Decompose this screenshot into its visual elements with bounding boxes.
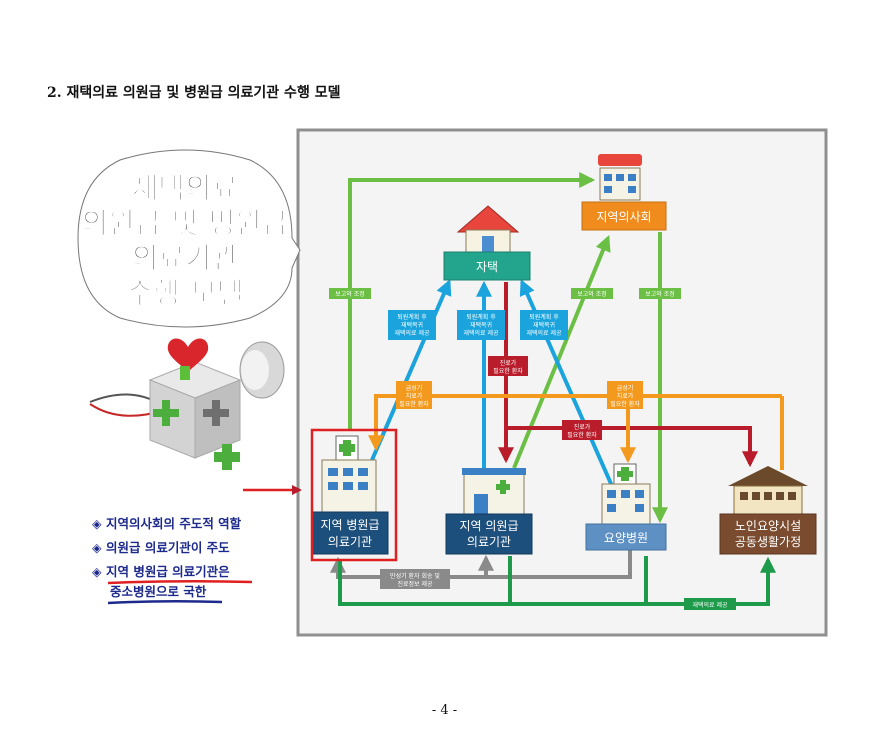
model-title-line-4: 수행 모델 bbox=[127, 276, 244, 310]
label-chronic: 만성기 환자 회송 및 진료정보 제공 bbox=[380, 569, 450, 589]
svg-text:필요한 환자: 필요한 환자 bbox=[610, 400, 640, 408]
label-report-2: 보고와 조정 bbox=[571, 288, 613, 299]
clinic-icon bbox=[462, 468, 526, 515]
svg-text:요양병원: 요양병원 bbox=[604, 531, 648, 545]
label-report-1: 보고와 조정 bbox=[329, 288, 371, 299]
svg-text:의료기관: 의료기관 bbox=[328, 535, 372, 549]
model-title-line-3: 의료기관 bbox=[132, 241, 239, 275]
svg-text:재택의료 제공: 재택의료 제공 bbox=[692, 601, 728, 609]
model-title-line-1: 재택의료 bbox=[132, 171, 239, 205]
label-discharge-2: 퇴원계획 후 재택복귀 재택의료 제공 bbox=[457, 310, 505, 340]
label-report-3: 보고와 조정 bbox=[639, 288, 681, 299]
model-title-line-2: 의원급 및 병원급 bbox=[82, 206, 289, 240]
svg-text:치료가: 치료가 bbox=[617, 392, 634, 400]
underline-mark-2 bbox=[107, 599, 223, 605]
house-icon bbox=[456, 205, 520, 253]
node-clinic: 지역 의원급 의료기관 bbox=[445, 468, 533, 555]
svg-text:재택복귀: 재택복귀 bbox=[533, 321, 555, 329]
label-need-care-1: 진료가 필요한 환자 bbox=[488, 356, 528, 376]
edge-home-care-delivery bbox=[338, 556, 776, 606]
bullet-clinic-lead: ◈ 의원급 의료기관이 주도 bbox=[92, 540, 230, 555]
svg-text:보고와 조정: 보고와 조정 bbox=[645, 291, 675, 298]
label-need-care-2: 진료가 필요한 환자 bbox=[562, 420, 602, 440]
svg-text:퇴원계획 후: 퇴원계획 후 bbox=[397, 313, 427, 321]
svg-text:진료가: 진료가 bbox=[574, 423, 591, 431]
svg-text:재택복귀: 재택복귀 bbox=[401, 321, 423, 329]
svg-text:지역 의원급: 지역 의원급 bbox=[459, 519, 518, 533]
bullet-hospital-limit-cont: 중소병원으로 국한 bbox=[110, 584, 207, 599]
svg-text:필요한 환자: 필요한 환자 bbox=[567, 431, 597, 439]
svg-text:노인요양시설: 노인요양시설 bbox=[735, 519, 801, 533]
edge-hospital-community bbox=[348, 172, 596, 430]
section-heading: 2. 재택의료 의원급 및 병원급 의료기관 수행 모델 bbox=[47, 85, 341, 101]
hospital-highlight-box bbox=[310, 428, 398, 562]
svg-text:지역의사회: 지역의사회 bbox=[596, 210, 651, 224]
svg-text:진료가: 진료가 bbox=[500, 359, 517, 367]
building-icon bbox=[598, 154, 642, 201]
svg-text:보고와 조정: 보고와 조정 bbox=[577, 291, 607, 298]
medical-cube-illustration-icon bbox=[89, 338, 285, 470]
label-home-care: 재택의료 제공 bbox=[684, 598, 736, 610]
bullet-community-role: ◈ 지역의사회의 주도적 역할 bbox=[92, 516, 242, 531]
svg-text:재택복귀: 재택복귀 bbox=[470, 321, 492, 329]
svg-text:자택: 자택 bbox=[476, 260, 498, 274]
svg-text:보고와 조정: 보고와 조정 bbox=[335, 291, 365, 298]
title-speech-bubble bbox=[77, 149, 301, 328]
svg-text:재택의료 제공: 재택의료 제공 bbox=[526, 329, 562, 337]
label-discharge-1: 퇴원계획 후 재택복귀 재택의료 제공 bbox=[388, 310, 436, 340]
node-nursing-hospital: 요양병원 bbox=[585, 463, 667, 551]
svg-text:필요한 환자: 필요한 환자 bbox=[493, 367, 523, 375]
svg-text:필요한 환자: 필요한 환자 bbox=[399, 400, 429, 408]
svg-text:급성기: 급성기 bbox=[406, 384, 423, 392]
node-hospital: 지역 병원급 의료기관 bbox=[311, 435, 389, 555]
svg-text:급성기: 급성기 bbox=[617, 384, 634, 392]
node-home: 자택 bbox=[443, 205, 531, 281]
svg-text:치료가: 치료가 bbox=[406, 392, 423, 400]
hospital-icon bbox=[321, 435, 377, 513]
underline-mark-1 bbox=[107, 579, 253, 585]
svg-text:만성기 환자 회송 및: 만성기 환자 회송 및 bbox=[390, 572, 440, 580]
svg-text:재택의료 제공: 재택의료 제공 bbox=[394, 329, 430, 337]
label-acute-2: 급성기 치료가 필요한 환자 bbox=[607, 381, 643, 409]
svg-text:의료기관: 의료기관 bbox=[467, 535, 511, 549]
page-number: - 4 - bbox=[431, 703, 458, 718]
svg-text:진료정보 제공: 진료정보 제공 bbox=[397, 580, 433, 588]
bullet-hospital-limit: ◈ 지역 병원급 의료기관은 bbox=[92, 564, 230, 579]
svg-text:지역 병원급: 지역 병원급 bbox=[320, 518, 379, 532]
svg-text:퇴원계획 후: 퇴원계획 후 bbox=[529, 313, 559, 321]
label-acute-1: 급성기 치료가 필요한 환자 bbox=[396, 381, 432, 409]
svg-text:퇴원계획 후: 퇴원계획 후 bbox=[466, 313, 496, 321]
label-discharge-3: 퇴원계획 후 재택복귀 재택의료 제공 bbox=[520, 310, 568, 340]
svg-text:재택의료 제공: 재택의료 제공 bbox=[463, 329, 499, 337]
node-community: 지역의사회 bbox=[581, 154, 667, 231]
svg-text:공동생활가정: 공동생활가정 bbox=[735, 535, 801, 549]
node-care-facility: 노인요양시설 공동생활가정 bbox=[719, 466, 817, 555]
